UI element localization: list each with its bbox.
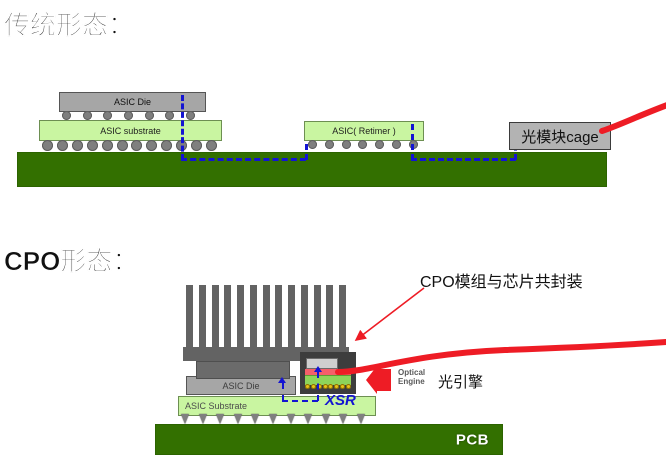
module-pin (311, 384, 317, 389)
module-pin (345, 384, 351, 389)
traditional-trace-vertical-retimer-out (411, 124, 414, 160)
solder-ball (42, 140, 53, 151)
solder-ball (101, 140, 113, 151)
solder-ball (324, 140, 334, 149)
bga-bump (356, 414, 365, 424)
solder-ball (191, 140, 203, 151)
cpo-trace-arrow-module (314, 366, 322, 372)
cpo-trace-horizontal-xsr (282, 400, 318, 402)
solder-ball (165, 111, 175, 120)
cpo-optical-module-lid (306, 358, 338, 369)
cpo-fiber-cable (335, 339, 666, 375)
cpo-optical-engine-label-cn: 光引擎 (438, 374, 484, 391)
solder-ball (103, 111, 113, 120)
solder-ball (392, 140, 402, 149)
solder-ball (131, 140, 143, 151)
cpo-asic-substrate: ASIC Substrate (178, 396, 376, 416)
cpo-trace-vertical-module (317, 372, 319, 401)
solder-ball (341, 140, 351, 149)
cpo-optical-module-laser-layer (305, 369, 351, 375)
cpo-trace-vertical-die (282, 383, 284, 401)
solder-ball (358, 140, 368, 149)
bga-bump (181, 414, 189, 424)
heatsink-fin (249, 285, 257, 347)
module-pin (316, 384, 322, 389)
heatsink-fin (186, 285, 193, 347)
heatsink-fin (339, 285, 346, 347)
module-pin (339, 384, 345, 389)
traditional-fiber-cable (599, 102, 666, 134)
heatsink-fin (237, 285, 244, 347)
traditional-trace-horizontal-left (181, 158, 306, 161)
solder-ball (146, 140, 158, 151)
heatsink-fin (211, 285, 219, 347)
traditional-asic-substrate: ASIC substrate (39, 120, 222, 141)
cpo-optical-module-pic-layer (305, 375, 351, 385)
cpo-optical-engine-pointer-arrow (366, 366, 391, 394)
cpo-annotation-arrow (354, 287, 425, 341)
optical-engine-line1: Optical (398, 368, 426, 377)
cpo-trace-arrow-die (278, 377, 286, 383)
solder-ball (71, 140, 83, 151)
cpo-annotation-label: CPO模组与芯片共封装 (420, 274, 583, 291)
solder-ball (123, 111, 133, 120)
module-pin (322, 384, 328, 389)
bga-bump (321, 414, 330, 424)
traditional-section-title: 传统形态： (4, 10, 135, 41)
heatsink-fin (326, 285, 334, 347)
cpo-optical-engine-label-en: Optical Engine (398, 368, 425, 386)
bga-bump (304, 414, 313, 424)
heatsink-fin (288, 285, 295, 347)
cpo-heatsink-pedestal (196, 361, 290, 379)
solder-ball (116, 140, 128, 151)
traditional-trace-horizontal-right (411, 158, 516, 161)
bga-bump (339, 414, 348, 424)
heatsink-fin (224, 285, 232, 347)
solder-ball (161, 140, 173, 151)
cpo-substrate-bga-bumps (181, 414, 365, 425)
heatsink-fin (313, 285, 321, 347)
bga-bump (198, 414, 207, 424)
solder-ball (375, 140, 385, 149)
traditional-trace-vertical-left (181, 95, 184, 160)
solder-ball (144, 111, 154, 120)
heatsink-fin (262, 285, 270, 347)
heatsink-fin (198, 285, 206, 347)
traditional-retimer-block: ASIC( Retimer ) (304, 121, 424, 141)
bga-bump (286, 414, 295, 424)
module-pin (305, 384, 311, 389)
solder-ball (185, 111, 195, 120)
cpo-xsr-label: XSR (325, 392, 356, 409)
cpo-section-title: CPO形态： (4, 246, 139, 277)
cpo-heatsink-fins (186, 285, 346, 347)
traditional-asic-die: ASIC Die (59, 92, 206, 112)
traditional-substrate-solder-balls (42, 140, 217, 152)
solder-ball (62, 111, 71, 120)
traditional-retimer-solder-balls (308, 140, 418, 152)
traditional-pcb-board (17, 152, 607, 187)
bga-bump (233, 414, 242, 424)
bga-bump (268, 414, 277, 424)
solder-ball (205, 140, 217, 151)
pcb-label: PCB (455, 431, 489, 448)
module-pin (328, 384, 334, 389)
cpo-optical-module-pins (305, 384, 351, 391)
solder-ball (56, 140, 68, 151)
solder-ball (82, 111, 92, 120)
module-pin (334, 384, 340, 389)
heatsink-fin (275, 285, 283, 347)
traditional-die-solder-balls (62, 111, 195, 123)
solder-ball (86, 140, 98, 151)
solder-ball (308, 140, 317, 149)
traditional-trace-vertical-retimer-in (305, 124, 308, 160)
heatsink-fin (300, 285, 308, 347)
traditional-optical-module-cage: 光模块cage (509, 122, 611, 150)
bga-bump (251, 414, 260, 424)
optical-engine-line2: Engine (398, 377, 425, 386)
cpo-pcb-board: PCB (155, 424, 503, 455)
bga-bump (216, 414, 225, 424)
